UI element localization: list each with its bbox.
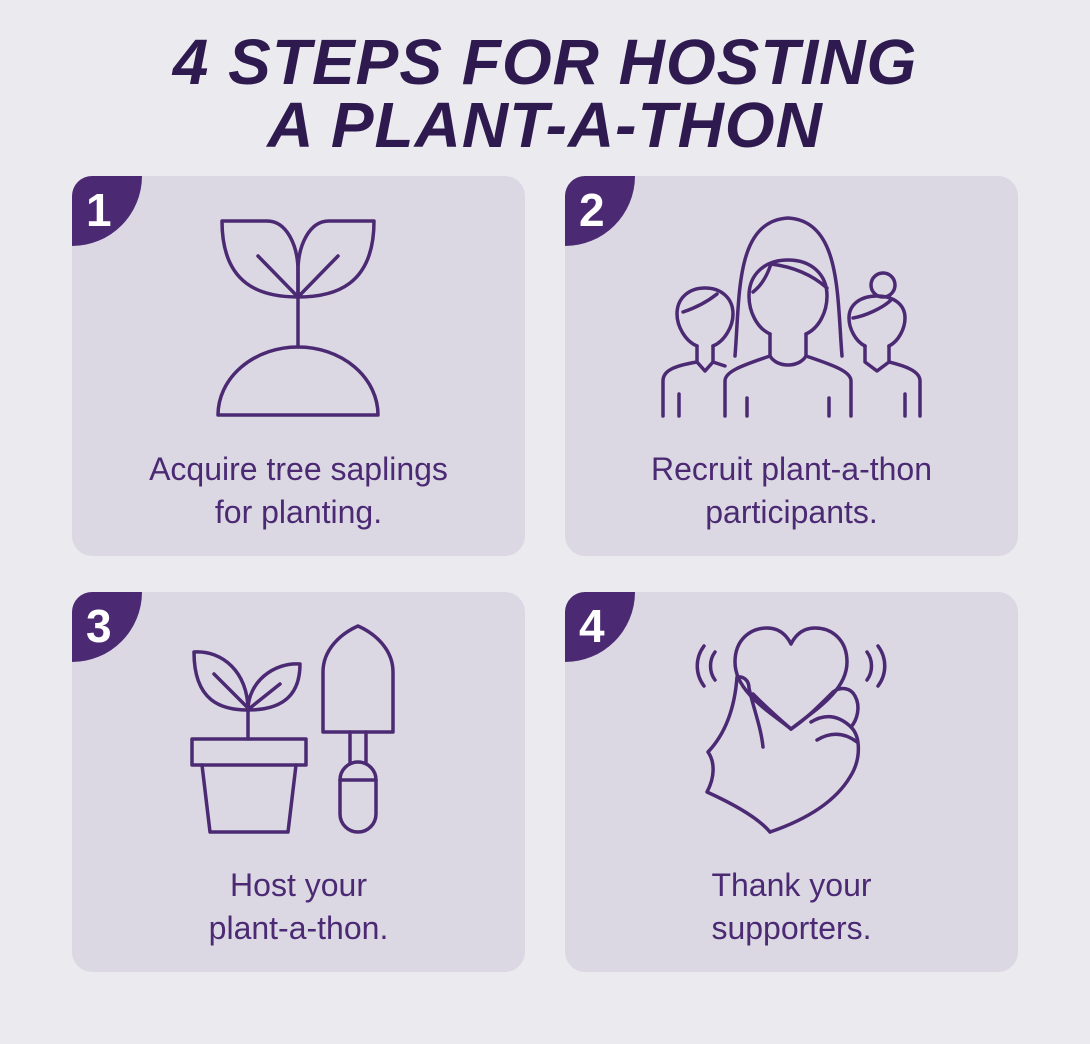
step-caption-2: Recruit plant-a-thon participants. — [585, 448, 998, 534]
step-caption-1: Acquire tree saplings for planting. — [92, 448, 505, 534]
people-group-icon — [565, 176, 1018, 436]
step-number-1: 1 — [86, 184, 112, 236]
title-line-2: A PLANT-A-THON — [267, 89, 823, 161]
step-card-2: 2 Recruit pla — [565, 176, 1018, 556]
step-caption-3: Host your plant-a-thon. — [92, 864, 505, 950]
step-caption-1-line-2: for planting. — [214, 494, 383, 530]
step-badge-1: 1 — [72, 176, 142, 246]
step-caption-4: Thank your supporters. — [585, 864, 998, 950]
step-number-2: 2 — [579, 184, 605, 236]
step-card-4: 4 Thank your supporters. — [565, 592, 1018, 972]
step-caption-1-line-1: Acquire tree saplings — [149, 451, 448, 487]
step-caption-2-line-1: Recruit plant-a-thon — [650, 451, 933, 487]
hand-heart-icon — [565, 592, 1018, 852]
step-card-3: 3 Host your plant-a-thon. — [72, 592, 525, 972]
step-caption-3-line-2: plant-a-thon. — [208, 910, 389, 946]
step-caption-4-line-2: supporters. — [711, 910, 872, 946]
title-line-1: 4 STEPS FOR HOSTING — [172, 26, 918, 98]
step-badge-4: 4 — [565, 592, 635, 662]
step-caption-3-line-1: Host your — [230, 867, 367, 903]
step-card-1: 1 Acquire tree saplings for planting. — [72, 176, 525, 556]
step-number-4: 4 — [579, 600, 605, 652]
potted-plant-trowel-icon — [72, 592, 525, 852]
sprout-icon — [72, 176, 525, 436]
step-caption-2-line-2: participants. — [705, 494, 878, 530]
step-caption-4-line-1: Thank your — [711, 867, 872, 903]
step-number-3: 3 — [86, 600, 112, 652]
